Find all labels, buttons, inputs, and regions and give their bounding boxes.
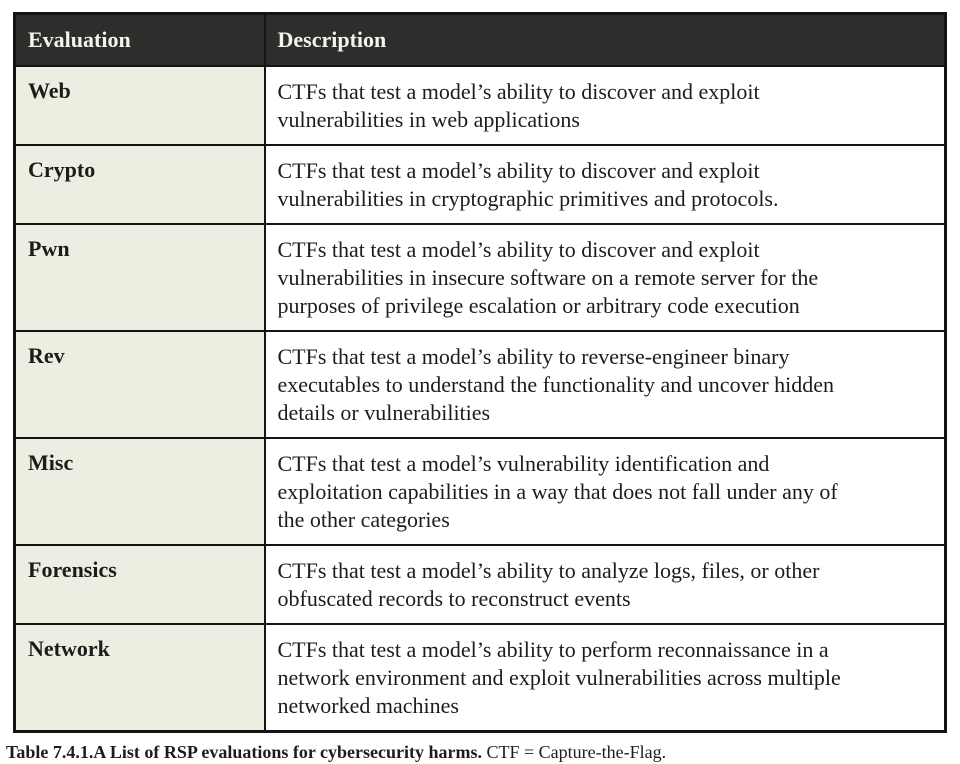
evaluation-cell: Pwn xyxy=(13,223,266,332)
description-text: CTFs that test a model’s ability to perf… xyxy=(277,637,841,718)
table-row: Forensics CTFs that test a model’s abili… xyxy=(13,544,947,625)
description-text: CTFs that test a model’s vulnerability i… xyxy=(277,451,838,532)
table-caption: Table 7.4.1.A List of RSP evaluations fo… xyxy=(6,740,960,764)
description-text: CTFs that test a model’s ability to anal… xyxy=(277,558,820,611)
table-body: Web CTFs that test a model’s ability to … xyxy=(13,65,947,733)
description-text: CTFs that test a model’s ability to disc… xyxy=(277,158,779,211)
description-cell: CTFs that test a model’s ability to perf… xyxy=(263,623,947,733)
evaluation-cell: Web xyxy=(13,65,266,146)
evaluation-cell: Crypto xyxy=(13,144,266,225)
evaluation-cell: Misc xyxy=(13,437,266,546)
table-row: Network CTFs that test a model’s ability… xyxy=(13,623,947,733)
header-row: Evaluation Description xyxy=(13,12,947,67)
rsp-evaluations-table: Evaluation Description Web CTFs that tes… xyxy=(13,12,947,733)
description-cell: CTFs that test a model’s vulnerability i… xyxy=(263,437,947,546)
caption-title: Table 7.4.1.A List of RSP evaluations fo… xyxy=(6,742,482,762)
table-header: Evaluation Description xyxy=(13,12,947,67)
description-cell: CTFs that test a model’s ability to disc… xyxy=(263,144,947,225)
description-cell: CTFs that test a model’s ability to anal… xyxy=(263,544,947,625)
evaluation-cell: Network xyxy=(13,623,266,733)
table-row: Crypto CTFs that test a model’s ability … xyxy=(13,144,947,225)
table-row: Pwn CTFs that test a model’s ability to … xyxy=(13,223,947,332)
description-text: CTFs that test a model’s ability to disc… xyxy=(277,237,819,318)
evaluation-cell: Forensics xyxy=(13,544,266,625)
description-cell: CTFs that test a model’s ability to disc… xyxy=(263,65,947,146)
description-cell: CTFs that test a model’s ability to reve… xyxy=(263,330,947,439)
table-row: Misc CTFs that test a model’s vulnerabil… xyxy=(13,437,947,546)
description-cell: CTFs that test a model’s ability to disc… xyxy=(263,223,947,332)
table-row: Rev CTFs that test a model’s ability to … xyxy=(13,330,947,439)
caption-note: CTF = Capture-the-Flag. xyxy=(486,742,667,762)
column-header-description: Description xyxy=(263,12,947,67)
table-row: Web CTFs that test a model’s ability to … xyxy=(13,65,947,146)
description-text: CTFs that test a model’s ability to reve… xyxy=(277,344,835,425)
column-header-evaluation: Evaluation xyxy=(13,12,266,67)
evaluation-cell: Rev xyxy=(13,330,266,439)
description-text: CTFs that test a model’s ability to disc… xyxy=(277,79,760,132)
